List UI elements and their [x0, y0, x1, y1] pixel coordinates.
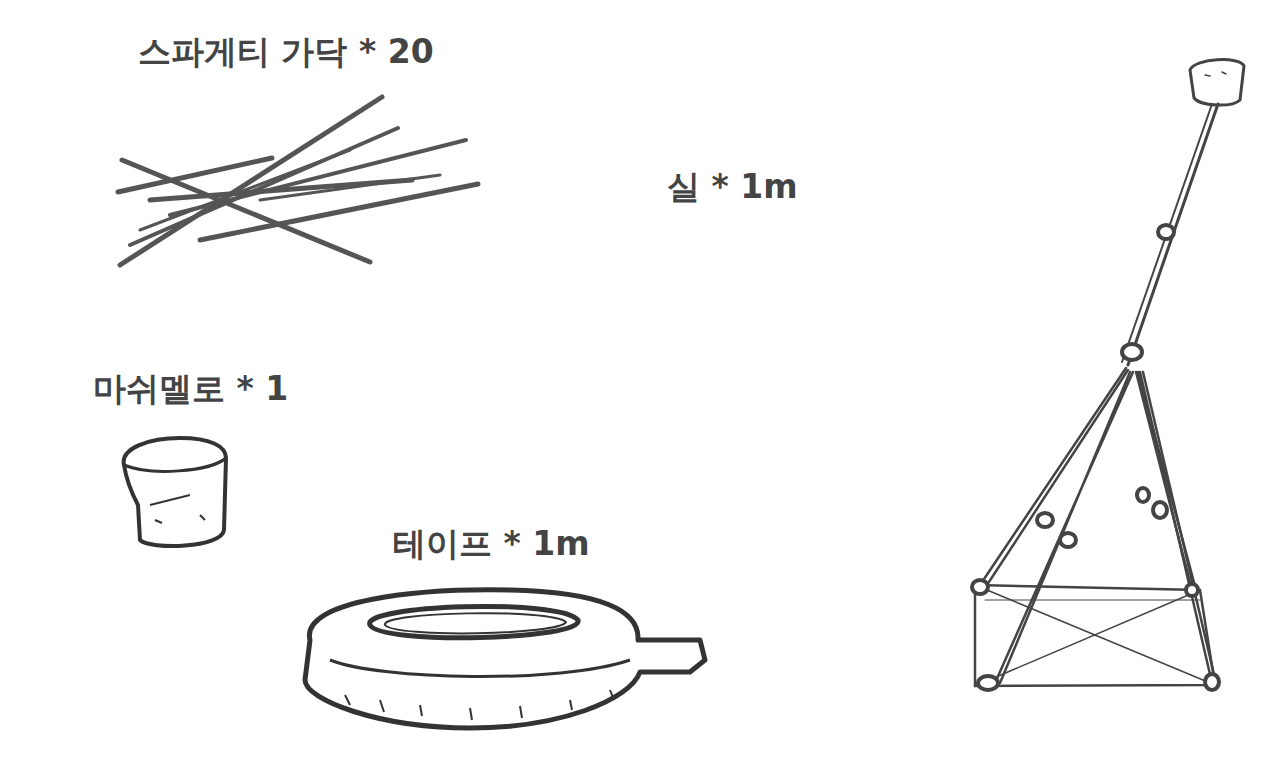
spaghetti-strands — [118, 97, 478, 265]
tape-roll — [305, 590, 705, 728]
marshmallow-tower — [972, 60, 1244, 690]
item-label: 마쉬멜로 * 1 — [93, 371, 288, 407]
item-label: 스파게티 가닥 * 20 — [138, 34, 434, 70]
item-label: 실 * 1m — [667, 169, 798, 205]
item-label: 테이프 * 1m — [393, 526, 590, 562]
marshmallow — [124, 438, 226, 546]
